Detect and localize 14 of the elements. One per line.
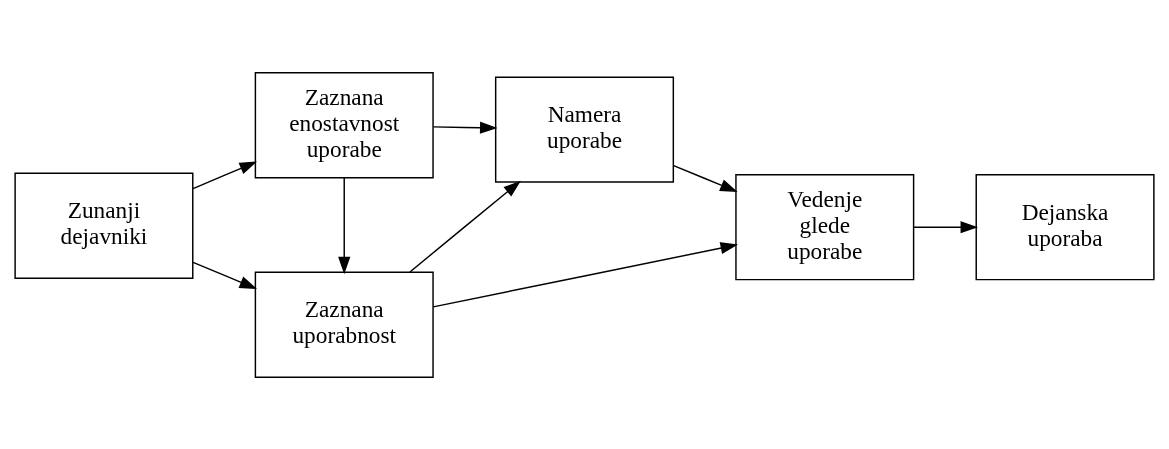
arrow [432, 241, 739, 308]
arrow [338, 176, 351, 274]
node-box: Vedenje glede uporabe [735, 173, 915, 280]
arrow [192, 261, 258, 289]
arrow [672, 164, 738, 192]
node-box: Dejanska uporaba [975, 173, 1155, 280]
arrow [192, 161, 258, 189]
arrow [409, 180, 521, 273]
node-box: Zaznana enostavnost uporabe [254, 71, 434, 178]
arrow [432, 121, 498, 134]
node-box: Zaznana uporabnost [254, 271, 434, 378]
arrow [913, 220, 979, 233]
node-box: Namera uporabe [494, 75, 675, 183]
node-box: Zunanji dejavniki [14, 172, 194, 279]
